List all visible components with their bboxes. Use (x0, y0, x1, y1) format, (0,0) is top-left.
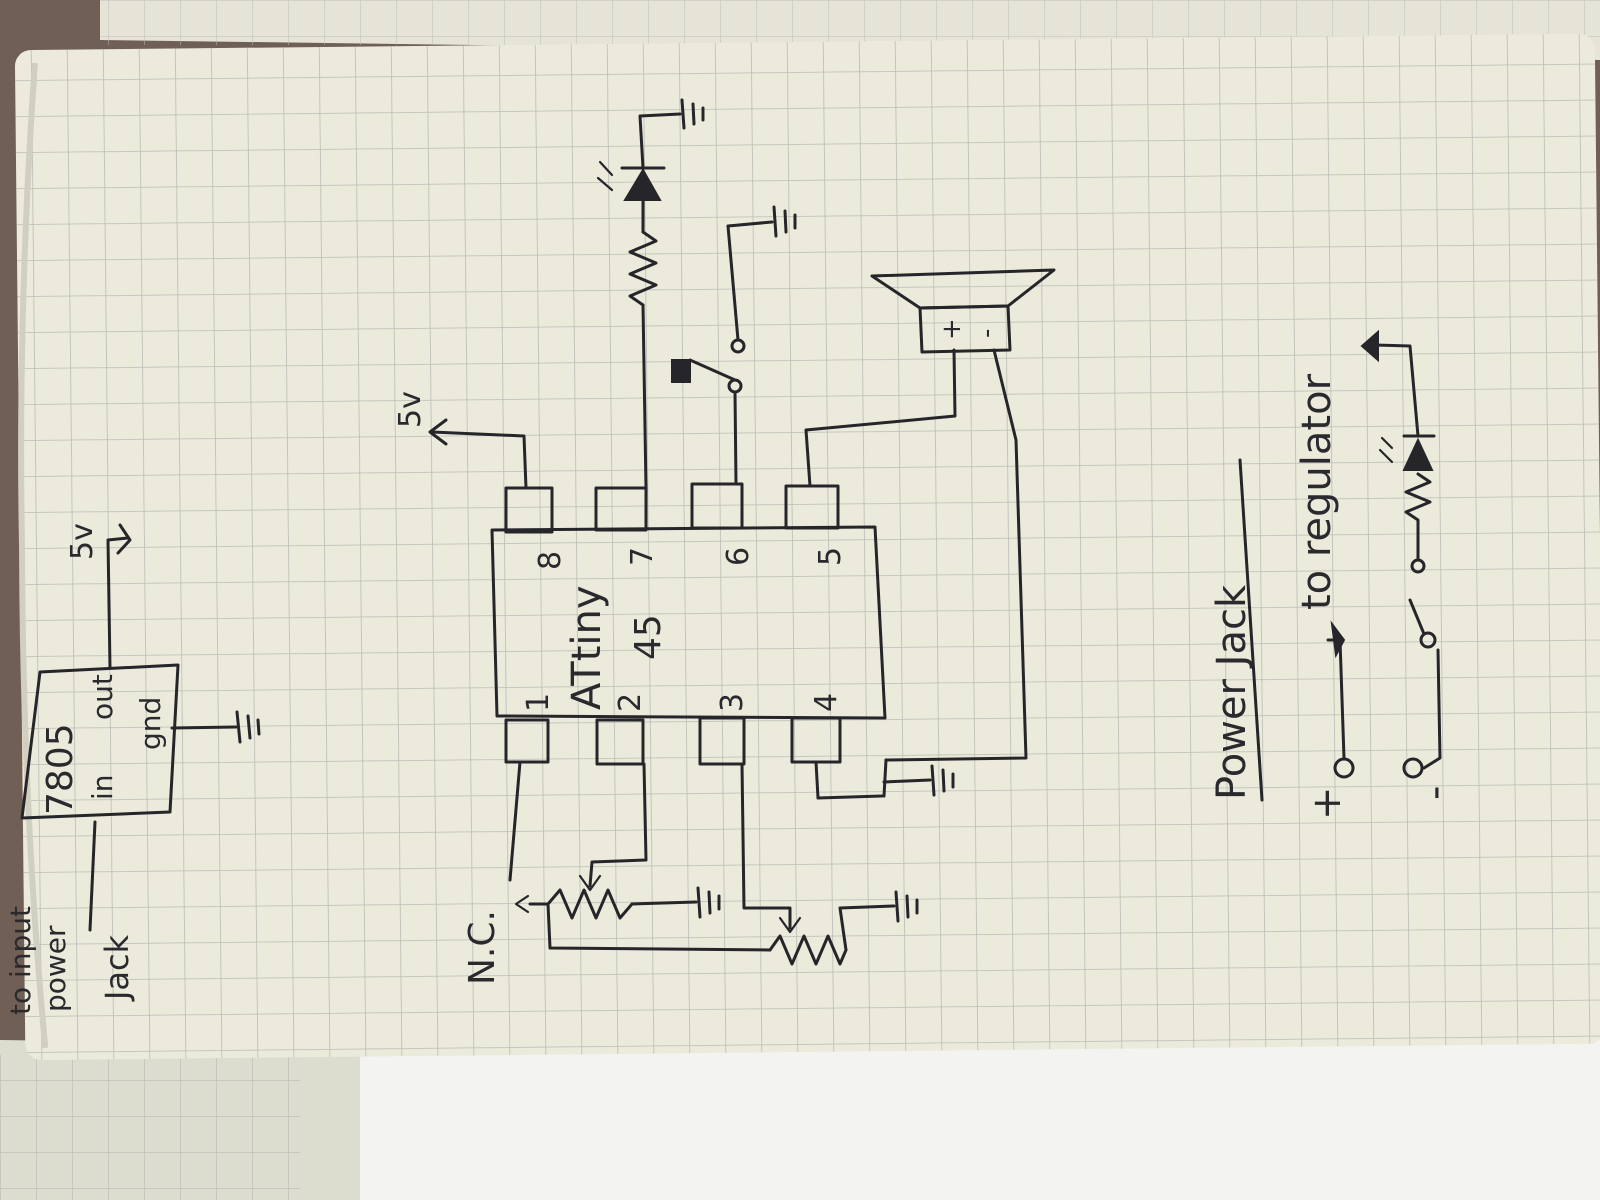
not-connected-label: N.C. (462, 910, 503, 985)
pin7-pad (594, 486, 648, 532)
pin7-label: 7 (625, 547, 660, 566)
ground-icon (894, 890, 919, 923)
regulator-input-note-line2: power (39, 925, 72, 1012)
arrow-icon (778, 916, 802, 934)
pin4-label: 4 (809, 693, 844, 712)
switch-icon (688, 358, 737, 382)
pin1-pad (504, 718, 550, 764)
regulator-gnd-label: gnd (134, 697, 167, 750)
pin1-nc: N.C. (462, 760, 522, 985)
regulator-input-note-line3: Jack (98, 934, 136, 1002)
title-underline (1238, 458, 1264, 802)
regulator-out-label: out (86, 674, 119, 720)
pin5-label: 5 (813, 547, 848, 566)
pot2-branch (740, 762, 919, 966)
vcc-label: 5v (393, 391, 428, 428)
graph-paper-page (14, 33, 1600, 1060)
pin6-pad (690, 482, 744, 530)
power-jack-section: Power Jack to regulator + - (1209, 329, 1458, 820)
under-page (360, 1030, 1600, 1200)
button-branch (671, 205, 797, 486)
pin2-label: 2 (613, 693, 648, 712)
led-icon (1378, 434, 1436, 471)
to-regulator-label: to regulator (1294, 373, 1340, 610)
resistor-icon (1404, 472, 1432, 562)
potentiometer-icon (546, 888, 634, 920)
power-jack-title: Power Jack (1209, 584, 1255, 800)
switch-icon (1408, 598, 1426, 636)
speaker-minus-label: - (972, 329, 1002, 338)
arrow-icon (514, 894, 530, 914)
arrow-icon (1360, 329, 1379, 363)
chip-name-line1: ATtiny (564, 585, 610, 710)
jack-minus-label: - (1412, 786, 1458, 800)
speaker-branch: + - (804, 268, 1056, 762)
regulator-7805: 7805 in out gnd 5v to input power Jack (4, 523, 261, 1015)
pin2-pad (595, 718, 645, 766)
pin3-pad (698, 716, 746, 766)
regulator-output-voltage-label: 5v (65, 523, 100, 560)
jack-plus-label: + (1304, 786, 1350, 820)
pin3-label: 3 (715, 693, 750, 712)
arrow-icon (428, 418, 448, 446)
chip-name-line2: 45 (628, 614, 669, 660)
regulator-in-label: in (86, 774, 119, 800)
potentiometer-icon (768, 934, 848, 966)
pin5-pad (784, 484, 840, 530)
push-button-icon (671, 359, 691, 383)
pin8-label: 8 (533, 551, 568, 570)
attiny45-chip: 8 7 6 5 1 2 3 4 ATtiny 45 (490, 482, 887, 766)
regulator-input-note-line1: to input (4, 906, 37, 1015)
pot1-branch (514, 762, 772, 952)
led-icon (596, 160, 666, 201)
led-branch (596, 98, 705, 490)
pin4-ground (814, 758, 955, 800)
ground-icon (772, 205, 797, 238)
resistor-icon (628, 230, 658, 307)
pin8-pad (504, 486, 554, 534)
regulator-part-label: 7805 (40, 723, 81, 815)
speaker-plus-label: + (937, 318, 967, 340)
ground-icon (696, 886, 721, 919)
arrow-icon (1330, 620, 1346, 659)
pin6-label: 6 (721, 547, 756, 566)
ground-icon (930, 764, 955, 797)
pin1-label: 1 (521, 693, 556, 712)
ground-icon (680, 98, 705, 130)
speaker-icon (870, 268, 1056, 354)
vcc-connection: 5v (393, 391, 528, 490)
arrow-icon (116, 523, 132, 555)
ground-icon (235, 710, 261, 744)
arrow-icon (578, 874, 602, 892)
